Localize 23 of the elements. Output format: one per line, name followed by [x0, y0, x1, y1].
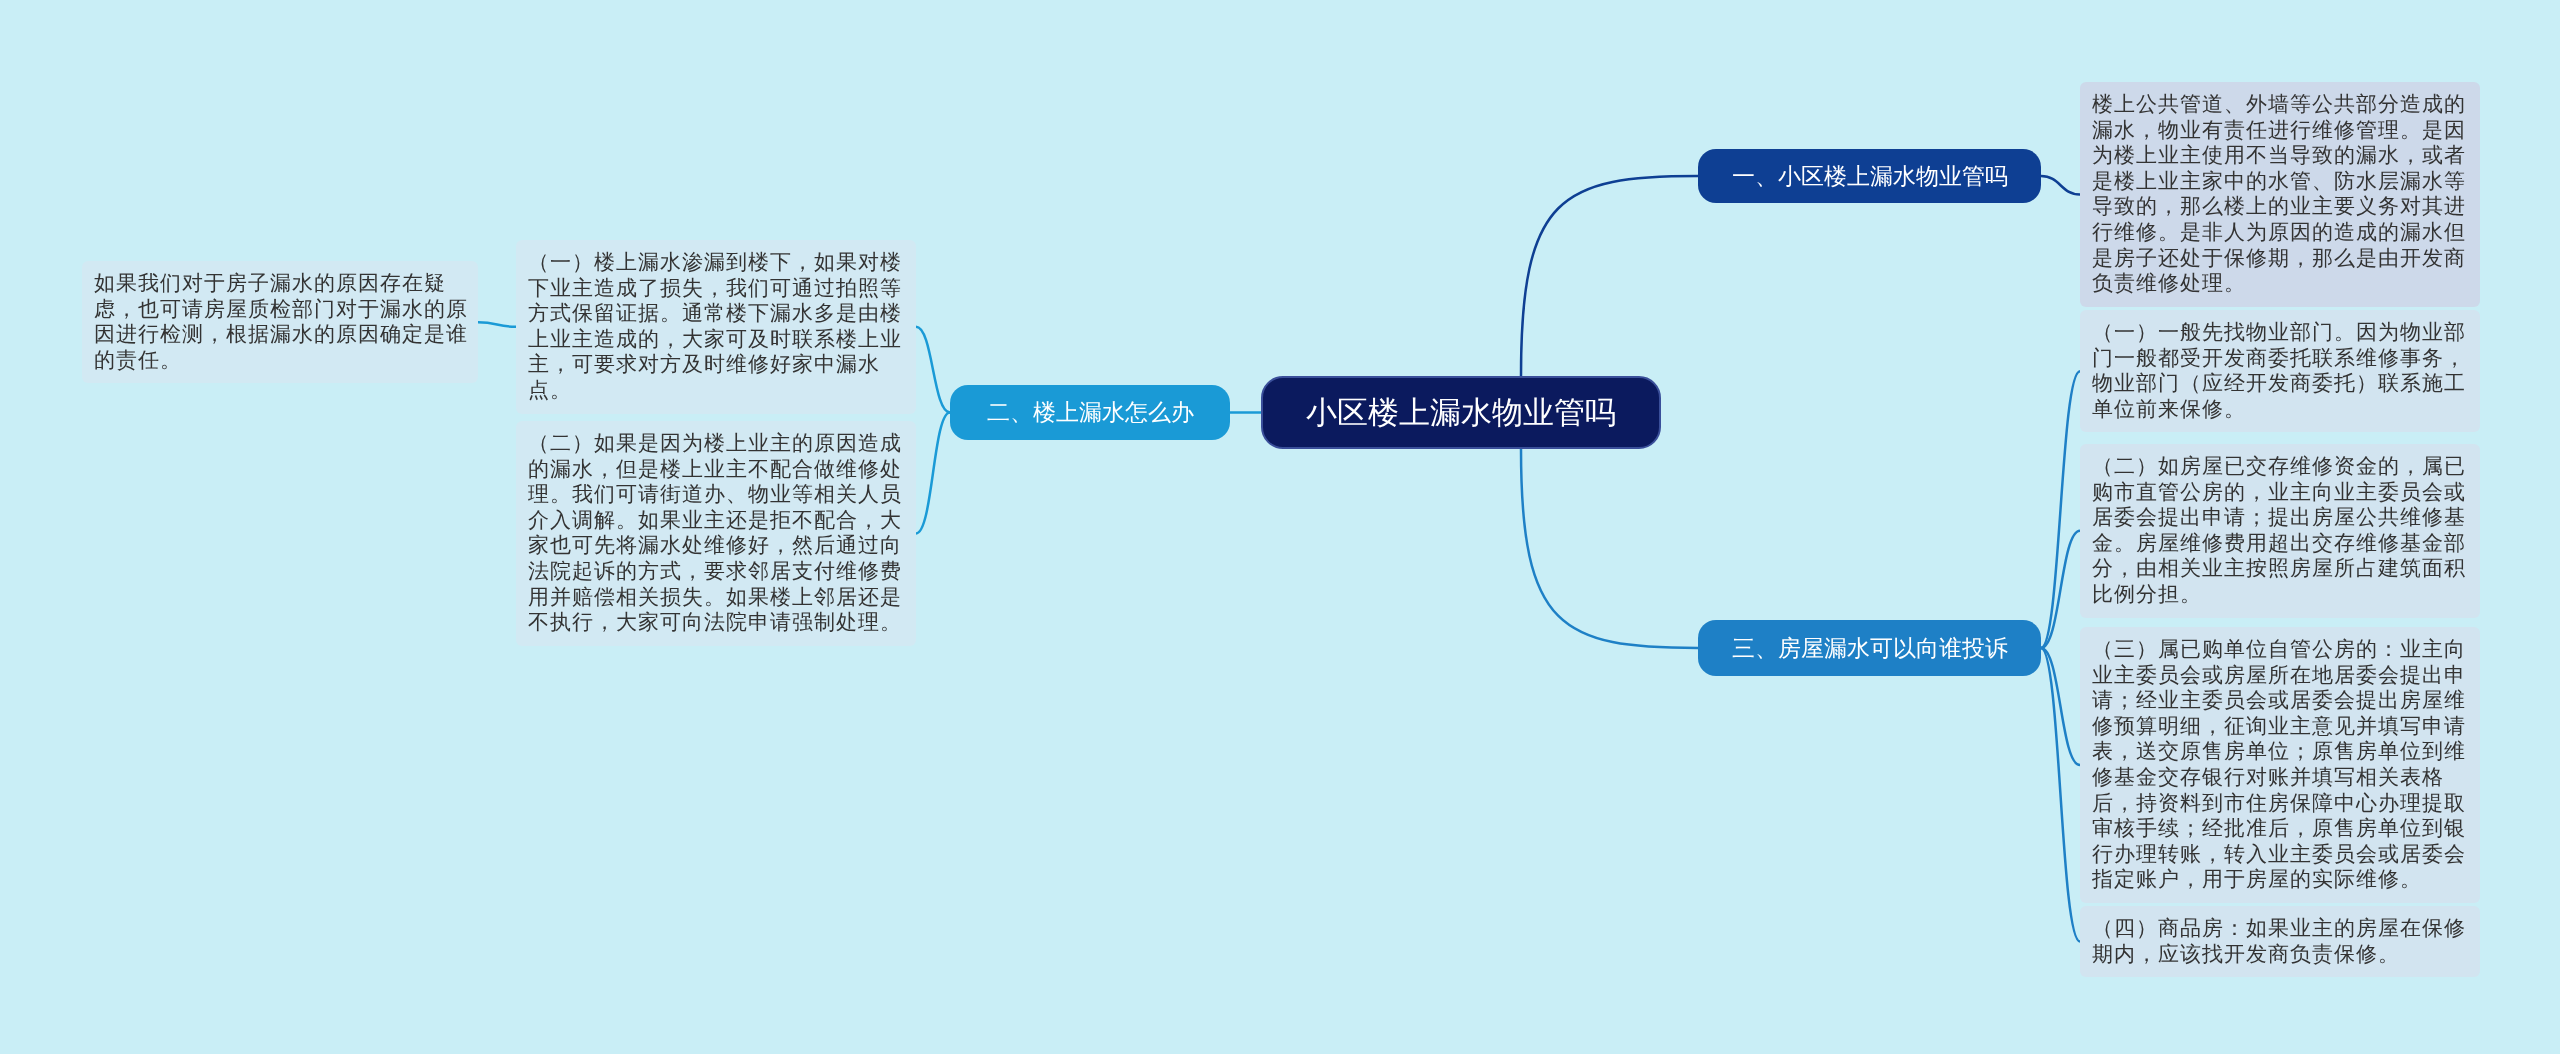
connector-line	[2040, 647, 2081, 943]
topic-box: 三、房屋漏水可以向谁投诉	[1698, 620, 2041, 676]
root-topic: 小区楼上漏水物业管吗	[1261, 376, 1661, 449]
connector-line	[1519, 448, 1698, 650]
note-box: （三）属已购单位自管公房的：业主向业主委员会或房屋所在地居委会提出申请；经业主委员会或居委会提出房屋维修预算明细，征询业主意见并填写申请表，送交原售房单位；原售房单位到维修基金交存银行对账并填写相关表格后，持资料到市住房保障中心办理提取审核手续；经批准后，原售房单位到银行办理转账，转入业主委员会或居委会指定账户，用于房屋的实际维修。	[2080, 627, 2480, 904]
connector-line	[2040, 370, 2081, 649]
connector-line	[2040, 174, 2081, 196]
connector-line	[915, 411, 951, 535]
connector-line	[915, 325, 951, 414]
topic-box: 一、小区楼上漏水物业管吗	[1698, 149, 2041, 203]
connector-line	[2040, 646, 2081, 767]
note-box: （一）一般先找物业部门。因为物业部门一般都受开发商委托联系维修事务，物业部门（应经开发商委托）联系施工单位前来保修。	[2080, 310, 2480, 433]
connector-line	[1519, 174, 1698, 377]
note-box: （一）楼上漏水渗漏到楼下，如果对楼下业主造成了损失，我们可通过拍照等方式保留证据。通常楼下漏水多是由楼上业主造成的，大家可及时联系楼上业主，可要求对方及时维修好家中漏水点。	[516, 240, 916, 414]
connector-line	[477, 320, 517, 329]
note-box: （二）如房屋已交存维修资金的，属已购市直管公房的，业主向业主委员会或居委会提出申请；提出房屋公共维修基金。房屋维修费用超出交存维修基金部分，由相关业主按照房屋所占建筑面积比例分担。	[2080, 444, 2480, 618]
connector-line	[2040, 529, 2081, 650]
note-box: （二）如果是因为楼上业主的原因造成的漏水，但是楼上业主不配合做维修处理。我们可请街道办、物业等相关人员介入调解。如果业主还是拒不配合，大家也可先将漏水处维修好，然后通过向法院起诉的方式，要求邻居支付维修费用并赔偿相关损失。如果楼上邻居还是不执行，大家可向法院申请强制处理。	[516, 421, 916, 646]
connector-line	[1230, 411, 1261, 414]
note-box: 如果我们对于房子漏水的原因存在疑虑，也可请房屋质检部门对于漏水的原因进行检测，根据漏水的原因确定是谁的责任。	[82, 261, 478, 384]
topic-box: 二、楼上漏水怎么办	[950, 385, 1230, 440]
note-box: 楼上公共管道、外墙等公共部分造成的漏水，物业有责任进行维修管理。是因为楼上业主使用不当导致的漏水，或者是楼上业主家中的水管、防水层漏水等导致的，那么楼上的业主要义务对其进行维修。是非人为原因的造成的漏水但是房子还处于保修期，那么是由开发商负责维修处理。	[2080, 82, 2480, 307]
note-box: （四）商品房：如果业主的房屋在保修期内，应该找开发商负责保修。	[2080, 906, 2480, 978]
